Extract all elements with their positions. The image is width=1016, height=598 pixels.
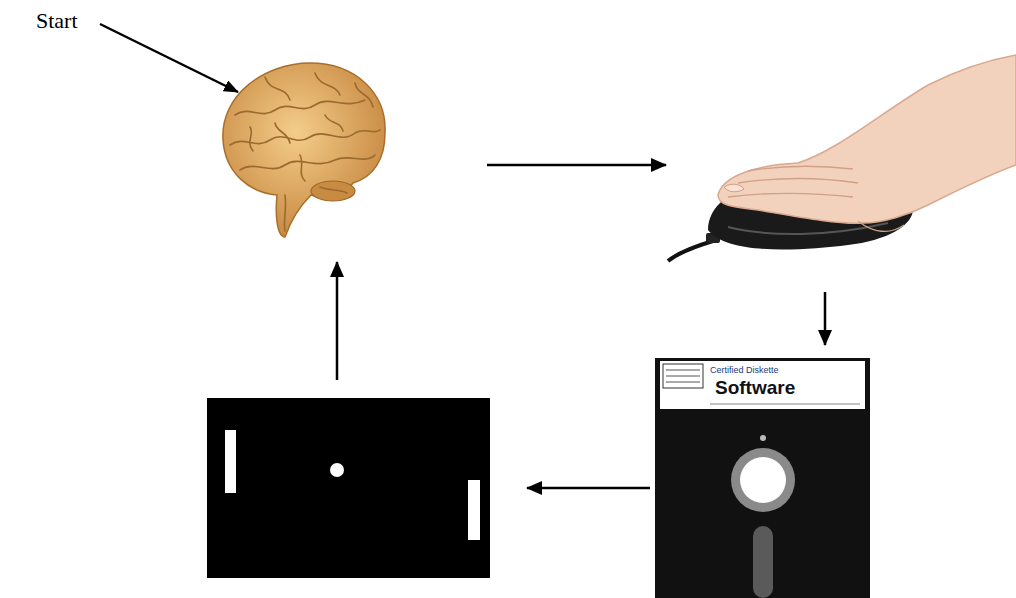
start-arrow-part (100, 24, 238, 92)
brain-picture-part (230, 73, 380, 231)
floppy-disk-picture-part (710, 404, 860, 405)
floppy-disk-picture-part (666, 376, 700, 377)
floppy-disk-picture-part (753, 526, 773, 598)
brain-picture-part-part (320, 187, 347, 193)
flow-arrow (336, 262, 339, 380)
brain-picture-part-part (315, 73, 340, 95)
floppy-disk-picture-part (655, 358, 870, 598)
pong-screen-picture (207, 398, 490, 578)
hand-mouse-picture-part-part (748, 166, 853, 171)
brain-picture-part (223, 63, 385, 237)
brain-node (215, 55, 485, 260)
floppy-disk-picture-part (760, 435, 766, 441)
start-arrow (100, 24, 238, 92)
floppy-disk-picture-part (666, 370, 700, 371)
brain-picture-part-part (265, 77, 290, 100)
disk-brand-text: Certified Diskette (710, 365, 779, 375)
pong-screen-picture-part (225, 430, 236, 493)
hand-mouse-picture-part (718, 55, 1016, 223)
brain-picture-part-part (355, 83, 373, 107)
hand-mouse-picture-part-part (738, 179, 858, 184)
pong-screen-node (207, 398, 490, 578)
brain-picture-part (311, 181, 355, 201)
brain-picture-part-part (235, 100, 365, 115)
disk-label-text: Software (715, 377, 795, 399)
start-label: Start (36, 8, 78, 34)
brain-picture-part-part (230, 130, 380, 145)
pong-screen-picture-part (468, 480, 480, 540)
pong-screen-picture-part (207, 398, 490, 578)
hand-mouse-picture (668, 55, 1016, 261)
brain-picture-part-part (325, 115, 343, 131)
flow-arrow (487, 164, 666, 167)
floppy-disk-picture-part (660, 361, 865, 409)
brain-picture (223, 63, 385, 237)
hand-mouse-picture-part-part (858, 221, 904, 231)
mouse-node (668, 55, 1016, 290)
flow-arrow (824, 292, 827, 345)
pong-screen-picture-part (330, 463, 344, 477)
brain-picture-part-part (275, 123, 290, 143)
brain-picture-part-part (250, 127, 253, 151)
floppy-disk-picture (655, 358, 870, 598)
hand-mouse-picture-part (724, 184, 744, 192)
floppy-disk-picture-part (731, 448, 795, 512)
floppy-disk-picture-part (666, 382, 700, 383)
hand-mouse-picture-part (728, 166, 904, 231)
brain-picture-part-part (284, 195, 285, 231)
floppy-disk-picture-part (663, 364, 703, 388)
brain-picture-part-part (240, 155, 375, 170)
brain-picture-part-part (300, 155, 305, 181)
flow-arrow (527, 487, 650, 490)
diskette-node: Certified DisketteSoftware (655, 358, 870, 598)
hand-mouse-picture-part (668, 241, 713, 261)
floppy-disk-picture-part (740, 457, 786, 503)
hand-mouse-picture-part-part (728, 193, 853, 197)
